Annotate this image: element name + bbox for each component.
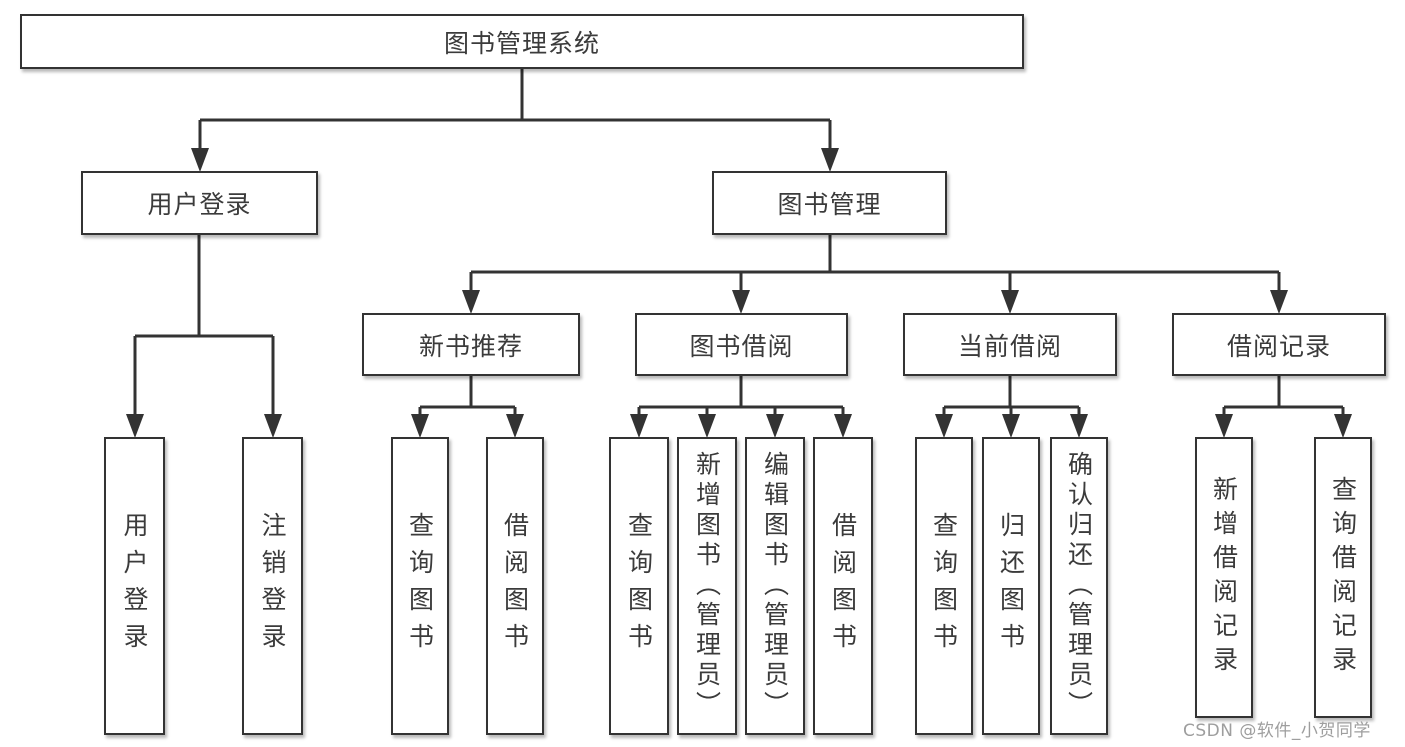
leaf-recommend-query-books: 查询图书 — [391, 437, 449, 735]
leaf-label: 查询图书 — [405, 512, 435, 660]
leaf-current-return-books: 归还图书 — [982, 437, 1040, 735]
leaf-label: 查询图书 — [624, 512, 654, 660]
csdn-watermark: CSDN @软件_小贺同学 — [1183, 721, 1371, 741]
leaf-user-login: 用户登录 — [104, 437, 165, 735]
node-new-book-recommend: 新书推荐 — [362, 313, 580, 376]
node-label: 图书管理 — [777, 190, 882, 219]
leaf-label: 用户登录 — [120, 512, 149, 660]
node-label: 借阅记录 — [1226, 331, 1331, 361]
leaf-label: 编辑图书（管理员） — [760, 451, 790, 721]
node-book-borrowing: 图书借阅 — [635, 313, 848, 376]
leaf-label: 新增借阅记录 — [1209, 475, 1239, 680]
leaf-borrow-edit-books-admin: 编辑图书（管理员） — [745, 437, 805, 735]
node-label: 图书管理系统 — [443, 28, 600, 58]
leaf-label: 归还图书 — [996, 512, 1026, 660]
leaf-borrow-borrow-books: 借阅图书 — [813, 437, 873, 735]
node-current-borrowing: 当前借阅 — [903, 313, 1117, 376]
node-book-management-branch: 图书管理 — [712, 171, 947, 235]
node-label: 新书推荐 — [418, 331, 523, 361]
leaf-label: 注销登录 — [258, 512, 287, 660]
leaf-current-confirm-return-admin: 确认归还（管理员） — [1050, 437, 1108, 735]
node-library-system: 图书管理系统 — [20, 14, 1024, 69]
leaf-current-query-books: 查询图书 — [915, 437, 973, 735]
leaf-records-query-borrow-record: 查询借阅记录 — [1314, 437, 1372, 718]
leaf-borrow-add-books-admin: 新增图书（管理员） — [677, 437, 737, 735]
leaf-borrow-query-books: 查询图书 — [609, 437, 669, 735]
leaf-logout: 注销登录 — [242, 437, 303, 735]
leaf-label: 新增图书（管理员） — [692, 451, 722, 721]
leaf-label: 借阅图书 — [828, 512, 858, 660]
leaf-records-add-borrow-record: 新增借阅记录 — [1195, 437, 1253, 718]
leaf-label: 确认归还（管理员） — [1064, 451, 1094, 721]
node-borrowing-records: 借阅记录 — [1172, 313, 1386, 376]
node-label: 图书借阅 — [689, 331, 794, 361]
node-user-login-branch: 用户登录 — [81, 171, 318, 235]
node-label: 用户登录 — [147, 190, 252, 219]
leaf-label: 借阅图书 — [500, 512, 530, 660]
leaf-recommend-borrow-books: 借阅图书 — [486, 437, 544, 735]
leaf-label: 查询借阅记录 — [1328, 475, 1358, 680]
node-label: 当前借阅 — [957, 331, 1062, 361]
leaf-label: 查询图书 — [929, 512, 959, 660]
